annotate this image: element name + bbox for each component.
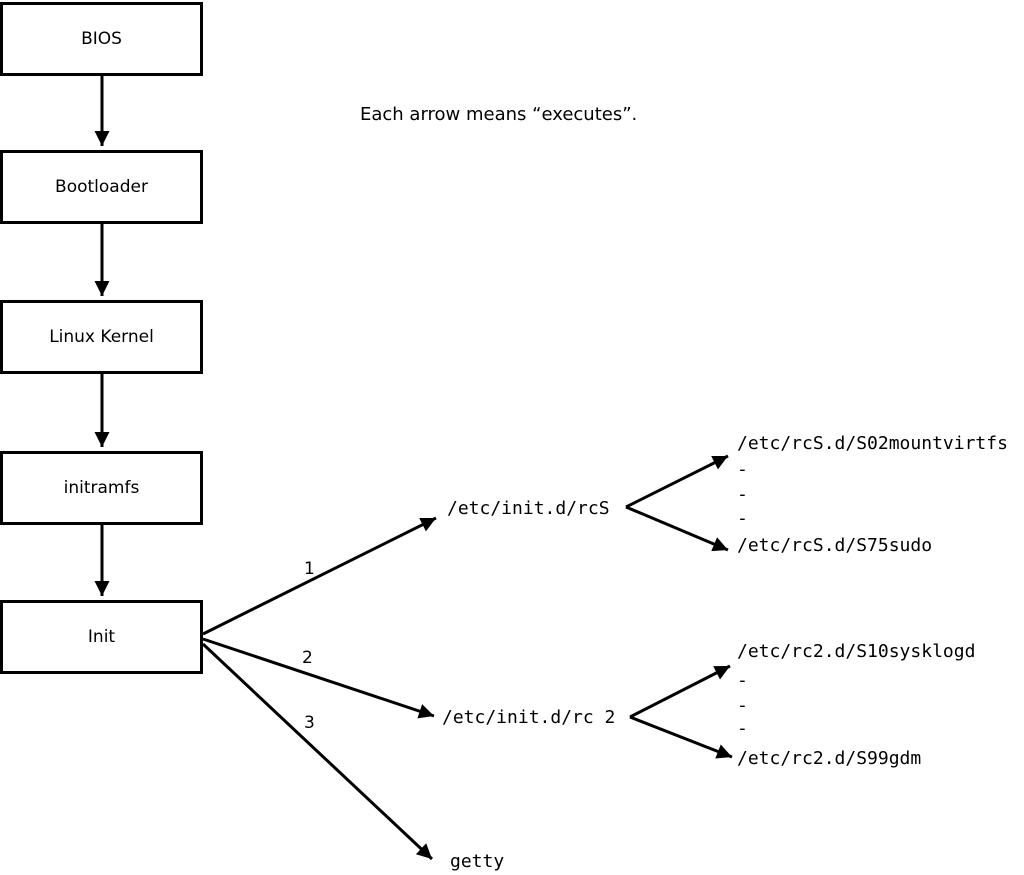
rc2-script-last: /etc/rc2.d/S99gdm: [737, 748, 922, 769]
arrow-rcs-to-last-script: [625, 505, 729, 552]
target-rc2-label: /etc/init.d/rc 2: [442, 707, 616, 728]
target-getty-label: getty: [450, 851, 505, 872]
box-linux-kernel-label: Linux Kernel: [49, 327, 154, 347]
rcs-script-ellipsis-3: -: [737, 508, 748, 529]
arrow-order-1: 1: [304, 559, 315, 579]
rc2-script-first: /etc/rc2.d/S10sysklogd: [737, 641, 976, 662]
arrow-init-to-rcs: [202, 516, 437, 636]
box-bootloader-label: Bootloader: [55, 177, 148, 197]
box-initramfs-label: initramfs: [63, 478, 140, 498]
rcs-script-first: /etc/rcS.d/S02mountvirtfs: [737, 433, 1008, 454]
rcs-script-ellipsis-2: -: [737, 484, 748, 505]
arrow-order-3: 3: [304, 713, 315, 733]
target-rcs-label: /etc/init.d/rcS: [447, 498, 610, 519]
rcs-script-ellipsis-1: -: [737, 459, 748, 480]
rc2-script-ellipsis-2: -: [737, 695, 748, 716]
arrow-order-2: 2: [302, 648, 313, 668]
legend-note: Each arrow means “executes”.: [360, 104, 638, 125]
rcs-script-last: /etc/rcS.d/S75sudo: [737, 535, 933, 556]
rc2-script-ellipsis-1: -: [737, 670, 748, 691]
arrow-rc2-to-last-script: [629, 715, 733, 759]
box-initramfs: initramfs: [0, 451, 203, 525]
box-linux-kernel: Linux Kernel: [0, 300, 203, 374]
box-bootloader: Bootloader: [0, 150, 203, 224]
box-bios-label: BIOS: [81, 29, 122, 49]
rc2-script-ellipsis-3: -: [737, 718, 748, 739]
arrow-rcs-to-first-script: [625, 454, 729, 509]
box-bios: BIOS: [0, 2, 203, 76]
box-init: Init: [0, 600, 203, 674]
arrow-rc2-to-first-script: [629, 664, 731, 719]
arrow-init-to-getty: [201, 642, 434, 861]
arrow-init-to-rc2: [202, 637, 435, 719]
box-init-label: Init: [87, 627, 116, 647]
